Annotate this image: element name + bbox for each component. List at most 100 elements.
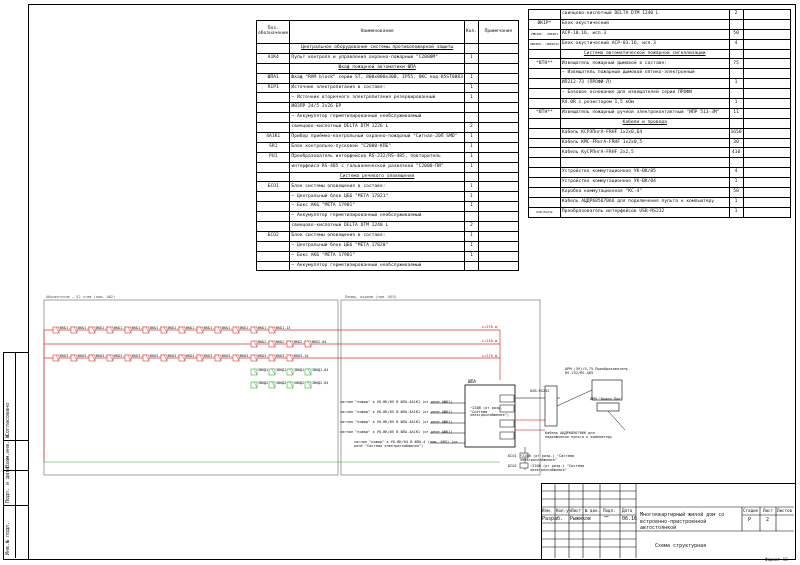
device-mark — [307, 368, 312, 376]
cable-label-2: L=210 м — [482, 339, 498, 343]
device-label: ВКБ3.11 — [240, 354, 254, 358]
device-label: ВКБ1.02 — [78, 326, 92, 330]
col-pos: Поз. обозначение — [255, 20, 291, 44]
device-label: ВКБ2.01 — [258, 340, 272, 344]
signal-1: сигнал "пожар" к УК-ВК/05 В ШПА-4A1К1 (о… — [340, 400, 453, 404]
stamp-col-list: Лист — [571, 508, 582, 513]
signal-4: сигнал "пожар" к УК-ВК/05 В ШПА-4A1К1 (о… — [340, 430, 453, 434]
drawing-frame — [28, 4, 796, 560]
shpa-module — [499, 431, 515, 440]
device-label: ВКБ3.03 — [96, 354, 110, 358]
bso2-label: БСО2 — [508, 464, 517, 468]
stamp-format: Формат А3 — [765, 557, 788, 562]
device-mark — [307, 381, 312, 389]
region-right-title: Помещ. охраны (пом. 003) — [345, 295, 397, 299]
shpa-module — [499, 404, 515, 413]
device-mark — [55, 326, 60, 334]
device-mark — [289, 368, 294, 376]
stamp-stage: Р — [748, 517, 752, 523]
stamp-col-sign: Подп. — [603, 508, 616, 513]
shpa-label: ШПА — [468, 380, 477, 385]
stamp-object-title: Многоквартирный жилой дом со встроенно-п… — [640, 512, 725, 531]
device-label: ВКБ3.02 — [78, 354, 92, 358]
device-label: ВКБ3.10 — [222, 354, 236, 358]
device-label: ЗВКД1.02 — [276, 368, 292, 372]
device-mark — [253, 368, 258, 376]
stamp-col-doc: № док. — [585, 508, 601, 513]
device-mark — [307, 340, 312, 348]
device-mark — [253, 381, 258, 389]
device-label: ВКБ2.02 — [276, 340, 290, 344]
device-mark — [253, 340, 258, 348]
bso1-box — [519, 452, 529, 459]
device-mark — [289, 340, 294, 348]
device-mark — [73, 354, 78, 362]
device-mark — [163, 354, 168, 362]
device-mark — [289, 354, 294, 362]
device-label: ВКБ1.06 — [150, 326, 164, 330]
region-right-frame — [340, 299, 541, 476]
cable-label-3: L=275 м — [482, 354, 498, 358]
stamp-stage-h: Стадия — [743, 508, 759, 513]
device-mark — [271, 368, 276, 376]
title-block — [541, 483, 796, 560]
device-label: ЗВКД2.01 — [258, 381, 274, 385]
signal-3: сигнал "пожар" к УК-ВК/05 В ШПА-4A1К1 (о… — [340, 420, 453, 424]
shpa-inner-label: ~220В (от разд. "Система электроснабжени… — [470, 406, 509, 418]
device-mark — [271, 340, 276, 348]
device-mark — [127, 354, 132, 362]
spec-cell-note — [477, 260, 520, 272]
device-label: ВКБ1.04 — [114, 326, 128, 330]
device-mark — [217, 326, 222, 334]
arm-note: АРМ (ЭУ)/5,75 Преобразователь RS-232/RS-… — [565, 367, 628, 375]
device-mark — [253, 326, 258, 334]
device-label: ВКБ1.10 — [222, 326, 236, 330]
spec-row: – Аккумулятор герметизированный необслуж… — [255, 260, 520, 272]
device-label: ЗВКД1.04 — [312, 368, 328, 372]
device-mark — [127, 326, 132, 334]
stamp-drawing-name: Схема структурная — [655, 543, 707, 549]
device-mark — [289, 381, 294, 389]
spec-cell-note — [742, 206, 792, 218]
signal-2: сигнал "пожар" к УК-ВК/05 В ШПА-4A1К1 (о… — [340, 410, 453, 414]
stamp-author: Рыжиков — [570, 516, 592, 522]
device-mark — [181, 354, 186, 362]
device-label: ВКБ3.05 — [132, 354, 146, 358]
stamp-col-izm: Изм. — [542, 508, 553, 513]
device-mark — [253, 354, 258, 362]
stamp-date: 06.16 — [622, 516, 638, 522]
device-label: ВКБ3.07 — [168, 354, 182, 358]
device-mark — [235, 326, 240, 334]
device-label: ВКБ3.12 — [258, 354, 272, 358]
stamp-sheets-h: Листов — [777, 508, 793, 513]
device-mark — [145, 354, 150, 362]
col-note: Примечание — [477, 20, 520, 44]
device-mark — [145, 326, 150, 334]
device-label: ВКБ1.03 — [96, 326, 110, 330]
signal-5: сигнал "пожар" к УК-ВК/04 В ШПА-4 (пом. … — [354, 440, 458, 448]
spec-table-left: Поз. обозначение Наименование Кол. Приме… — [255, 20, 520, 272]
device-label: ВКБ3.08 — [186, 354, 200, 358]
device-label: ЗВКД2.02 — [276, 381, 292, 385]
device-label: ВКБ1.09 — [204, 326, 218, 330]
stamp-sheet-h: Лист — [763, 508, 774, 513]
device-mark — [91, 354, 96, 362]
device-label: ВКБ2.03 — [294, 340, 308, 344]
device-label: ВКБ1.01 — [60, 326, 74, 330]
stamp-col-date: Дата — [622, 508, 633, 513]
stamp-signature: ~ — [604, 512, 609, 521]
device-label: ВКБ1.08 — [186, 326, 200, 330]
device-mark — [181, 326, 186, 334]
pc-cable — [556, 389, 593, 407]
device-label: ВКБ1.11 — [240, 326, 254, 330]
spec-cell-qty — [463, 260, 479, 272]
device-mark — [199, 354, 204, 362]
device-mark — [271, 326, 276, 334]
device-label: ЗВКД2.03 — [294, 381, 310, 385]
spec-cell-pos — [255, 260, 291, 272]
power-label-2: ~220В (от разд.) "Система электроснабжен… — [530, 464, 585, 472]
device-label: ВКБ3.13 — [276, 354, 290, 358]
device-label: ЗВКД1.01 — [258, 368, 274, 372]
